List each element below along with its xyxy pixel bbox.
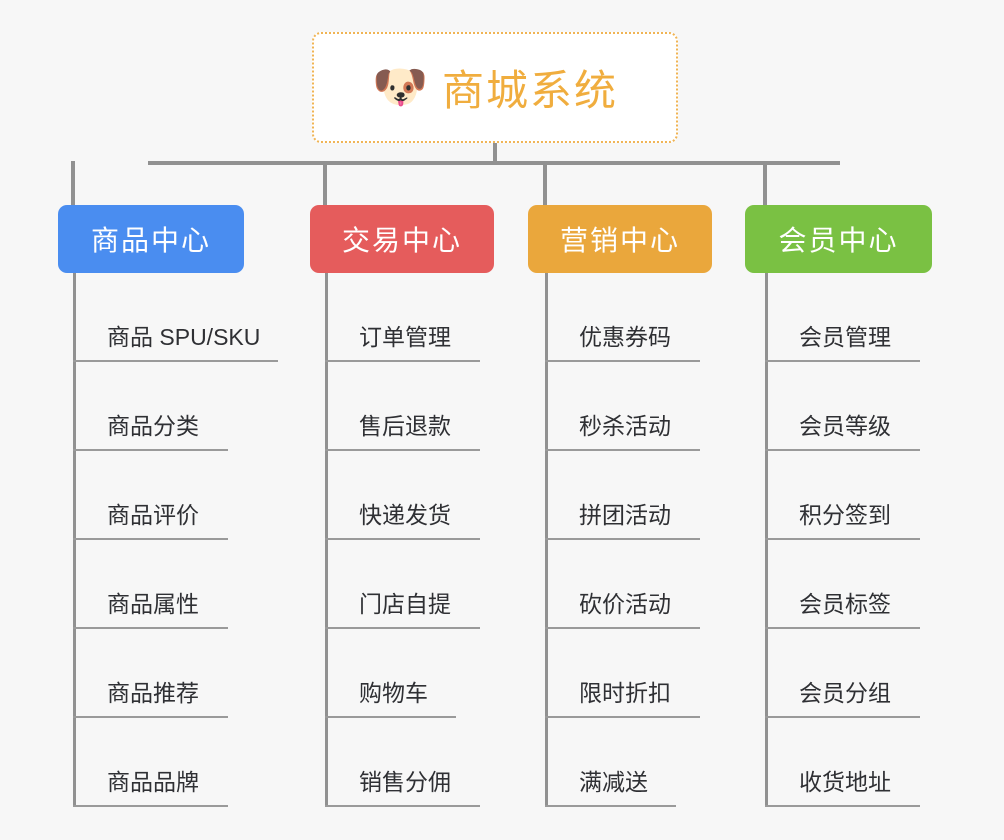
leaf-item-label: 商品品牌 bbox=[107, 768, 199, 795]
leaf-item[interactable]: 销售分佣 bbox=[325, 718, 480, 807]
leaf-item[interactable]: 会员标签 bbox=[765, 540, 920, 629]
leaf-item[interactable]: 商品属性 bbox=[73, 540, 228, 629]
leaf-item[interactable]: 快递发货 bbox=[325, 451, 480, 540]
category-label: 商品中心 bbox=[90, 225, 211, 256]
leaf-item[interactable]: 门店自提 bbox=[325, 540, 480, 629]
leaf-item[interactable]: 限时折扣 bbox=[545, 629, 700, 718]
leaf-item-label: 会员标签 bbox=[799, 590, 891, 617]
leaf-item-label: 拼团活动 bbox=[579, 501, 671, 528]
leaf-item[interactable]: 会员管理 bbox=[765, 273, 920, 362]
column-stem-connector-product-center bbox=[73, 273, 76, 807]
leaf-item-label: 优惠券码 bbox=[579, 323, 671, 350]
leaf-item-label: 商品评价 bbox=[107, 501, 199, 528]
leaf-item[interactable]: 商品评价 bbox=[73, 451, 228, 540]
branch-drop-connector-trade-center bbox=[323, 161, 327, 205]
leaf-item[interactable]: 商品分类 bbox=[73, 362, 228, 451]
category-label: 营销中心 bbox=[559, 225, 680, 256]
leaf-item[interactable]: 拼团活动 bbox=[545, 451, 700, 540]
leaf-item[interactable]: 商品 SPU/SKU bbox=[73, 273, 278, 362]
leaf-item-label: 售后退款 bbox=[359, 412, 451, 439]
leaf-item-label: 满减送 bbox=[579, 768, 648, 795]
leaf-item-label: 订单管理 bbox=[359, 323, 451, 350]
column-stem-connector-trade-center bbox=[325, 273, 328, 807]
category-label: 交易中心 bbox=[341, 225, 462, 256]
leaf-item[interactable]: 订单管理 bbox=[325, 273, 480, 362]
leaf-item-label: 销售分佣 bbox=[359, 768, 451, 795]
leaf-item-label: 积分签到 bbox=[799, 501, 891, 528]
leaf-item-label: 商品分类 bbox=[107, 412, 199, 439]
branch-drop-connector-product-center bbox=[71, 161, 75, 205]
category-box-trade-center[interactable]: 交易中心 bbox=[310, 205, 494, 273]
leaf-item-label: 砍价活动 bbox=[579, 590, 671, 617]
leaf-item[interactable]: 秒杀活动 bbox=[545, 362, 700, 451]
leaf-item[interactable]: 积分签到 bbox=[765, 451, 920, 540]
leaf-item[interactable]: 满减送 bbox=[545, 718, 676, 807]
leaf-item-label: 秒杀活动 bbox=[579, 412, 671, 439]
leaf-item-label: 门店自提 bbox=[359, 590, 451, 617]
leaf-item[interactable]: 砍价活动 bbox=[545, 540, 700, 629]
leaf-item[interactable]: 商品推荐 bbox=[73, 629, 228, 718]
category-box-product-center[interactable]: 商品中心 bbox=[58, 205, 244, 273]
leaf-item-label: 购物车 bbox=[359, 679, 428, 706]
leaf-item-label: 会员管理 bbox=[799, 323, 891, 350]
leaf-item[interactable]: 购物车 bbox=[325, 629, 456, 718]
leaf-item-label: 商品 SPU/SKU bbox=[107, 323, 261, 350]
leaf-item[interactable]: 商品品牌 bbox=[73, 718, 228, 807]
leaf-item[interactable]: 售后退款 bbox=[325, 362, 480, 451]
category-box-marketing-center[interactable]: 营销中心 bbox=[528, 205, 712, 273]
column-stem-connector-marketing-center bbox=[545, 273, 548, 807]
branch-drop-connector-marketing-center bbox=[543, 161, 547, 205]
leaf-item[interactable]: 收货地址 bbox=[765, 718, 920, 807]
leaf-item-label: 商品属性 bbox=[107, 590, 199, 617]
leaf-item[interactable]: 优惠券码 bbox=[545, 273, 700, 362]
leaf-item-label: 限时折扣 bbox=[579, 679, 671, 706]
leaf-item[interactable]: 会员等级 bbox=[765, 362, 920, 451]
leaf-item-label: 会员分组 bbox=[799, 679, 891, 706]
category-label: 会员中心 bbox=[778, 225, 899, 256]
leaf-item-label: 会员等级 bbox=[799, 412, 891, 439]
leaf-item-label: 快递发货 bbox=[359, 501, 451, 528]
column-stem-connector-member-center bbox=[765, 273, 768, 807]
shiba-dog-face-icon: 🐶 bbox=[371, 61, 428, 112]
root-node-title: 商城系统 bbox=[442, 67, 619, 114]
leaf-item-label: 商品推荐 bbox=[107, 679, 199, 706]
leaf-item[interactable]: 会员分组 bbox=[765, 629, 920, 718]
branch-bus-connector bbox=[148, 161, 840, 165]
leaf-item-label: 收货地址 bbox=[799, 768, 891, 795]
branch-drop-connector-member-center bbox=[763, 161, 767, 205]
category-box-member-center[interactable]: 会员中心 bbox=[745, 205, 932, 273]
root-node-mall-system[interactable]: 🐶 商城系统 bbox=[312, 32, 678, 143]
root-stem-connector bbox=[493, 143, 497, 164]
